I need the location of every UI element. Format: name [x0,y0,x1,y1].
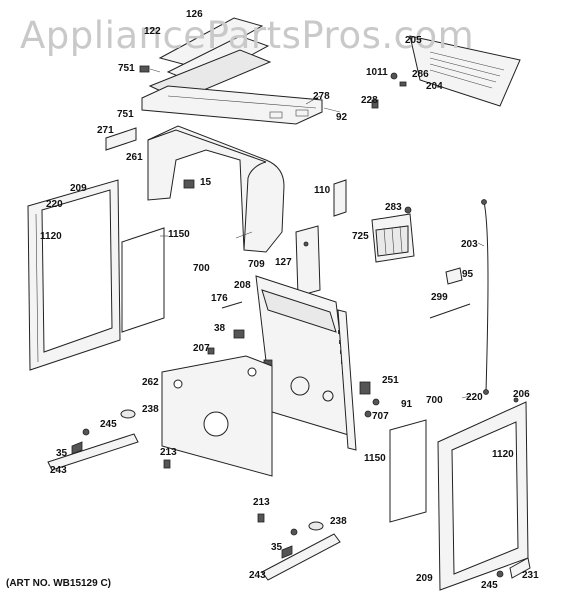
callout-1011: 1011 [366,67,388,78]
leader-lines [149,68,485,399]
callout-286: 286 [412,69,429,80]
rear-lid [409,35,521,107]
callout-15: 15 [200,177,212,188]
left-window-glass [121,227,165,333]
outer-wrapper [147,125,285,253]
bracket-271 [105,127,137,151]
callout-700-right: 700 [426,395,443,406]
small-parts-38-207 [207,301,245,355]
parts-95-299 [429,267,471,319]
callout-751: 751 [118,63,135,74]
callout-209-left: 209 [70,183,87,194]
rear-panel [255,275,357,451]
callout-1150-right: 1150 [364,453,386,464]
callout-38: 38 [214,323,226,334]
callout-176: 176 [211,293,228,304]
callout-35-bottom: 35 [271,542,283,553]
callout-205: 205 [405,35,422,46]
screws-213 [163,459,265,523]
left-hinge-assembly [47,409,139,471]
callout-95: 95 [462,269,474,280]
callout-91: 91 [401,399,413,410]
bracket-127 [295,225,321,297]
probe-rod-203 [481,199,489,395]
callout-707: 707 [372,411,389,422]
callout-92: 92 [336,112,348,123]
front-panel [161,355,273,477]
callout-206: 206 [513,389,530,400]
callout-262: 262 [142,377,159,388]
callout-243-left: 243 [50,465,67,476]
callout-208: 208 [234,280,251,291]
callout-207: 207 [193,343,210,354]
callout-110: 110 [314,185,331,196]
right-hinge-231 [496,557,531,579]
callout-127: 127 [275,257,292,268]
callout-261: 261 [126,152,143,163]
callout-228: 228 [361,95,378,106]
callout-243-bottom: 243 [249,570,266,581]
callout-220-left: 220 [46,199,63,210]
left-door-frame [27,179,121,371]
callout-1120-left: 1120 [40,231,62,242]
parts-251-91-707 [359,381,380,418]
right-door-frame [437,397,529,591]
small-fasteners-top-right [371,72,407,109]
callout-278: 278 [313,91,330,102]
callout-213-upper: 213 [160,447,177,458]
callout-245-right: 245 [481,580,498,591]
callout-299: 299 [431,292,448,303]
callout-238-left: 238 [142,404,159,415]
clip-751-top [139,65,150,73]
callout-271: 271 [97,125,114,136]
callout-204: 204 [426,81,443,92]
callout-238-bottom: 238 [330,516,347,527]
callout-220-right: 220 [466,392,483,403]
callout-251: 251 [382,375,399,386]
callout-283: 283 [385,202,402,213]
callout-725: 725 [352,231,369,242]
right-window-glass [389,419,427,523]
callout-709: 709 [248,259,265,270]
callout-245-left: 245 [100,419,117,430]
bottom-hinge-assembly [261,521,341,581]
callout-213-lower: 213 [253,497,270,508]
callout-751-lower: 751 [117,109,134,120]
callout-700-left: 700 [193,263,210,274]
callout-126: 126 [186,9,203,20]
callout-209-right: 209 [416,573,433,584]
art-number: (ART NO. WB15129 C) [6,578,112,589]
callout-1150-left: 1150 [168,229,190,240]
callout-1120-right: 1120 [492,449,514,460]
callout-203: 203 [461,239,478,250]
top-rail [141,85,323,125]
callout-35-left: 35 [56,448,68,459]
callout-122: 122 [144,26,161,37]
control-box-725 [371,206,415,263]
watermark: AppliancePartsPros.com [20,14,475,57]
bracket-110 [333,179,347,217]
callout-231: 231 [522,570,539,581]
